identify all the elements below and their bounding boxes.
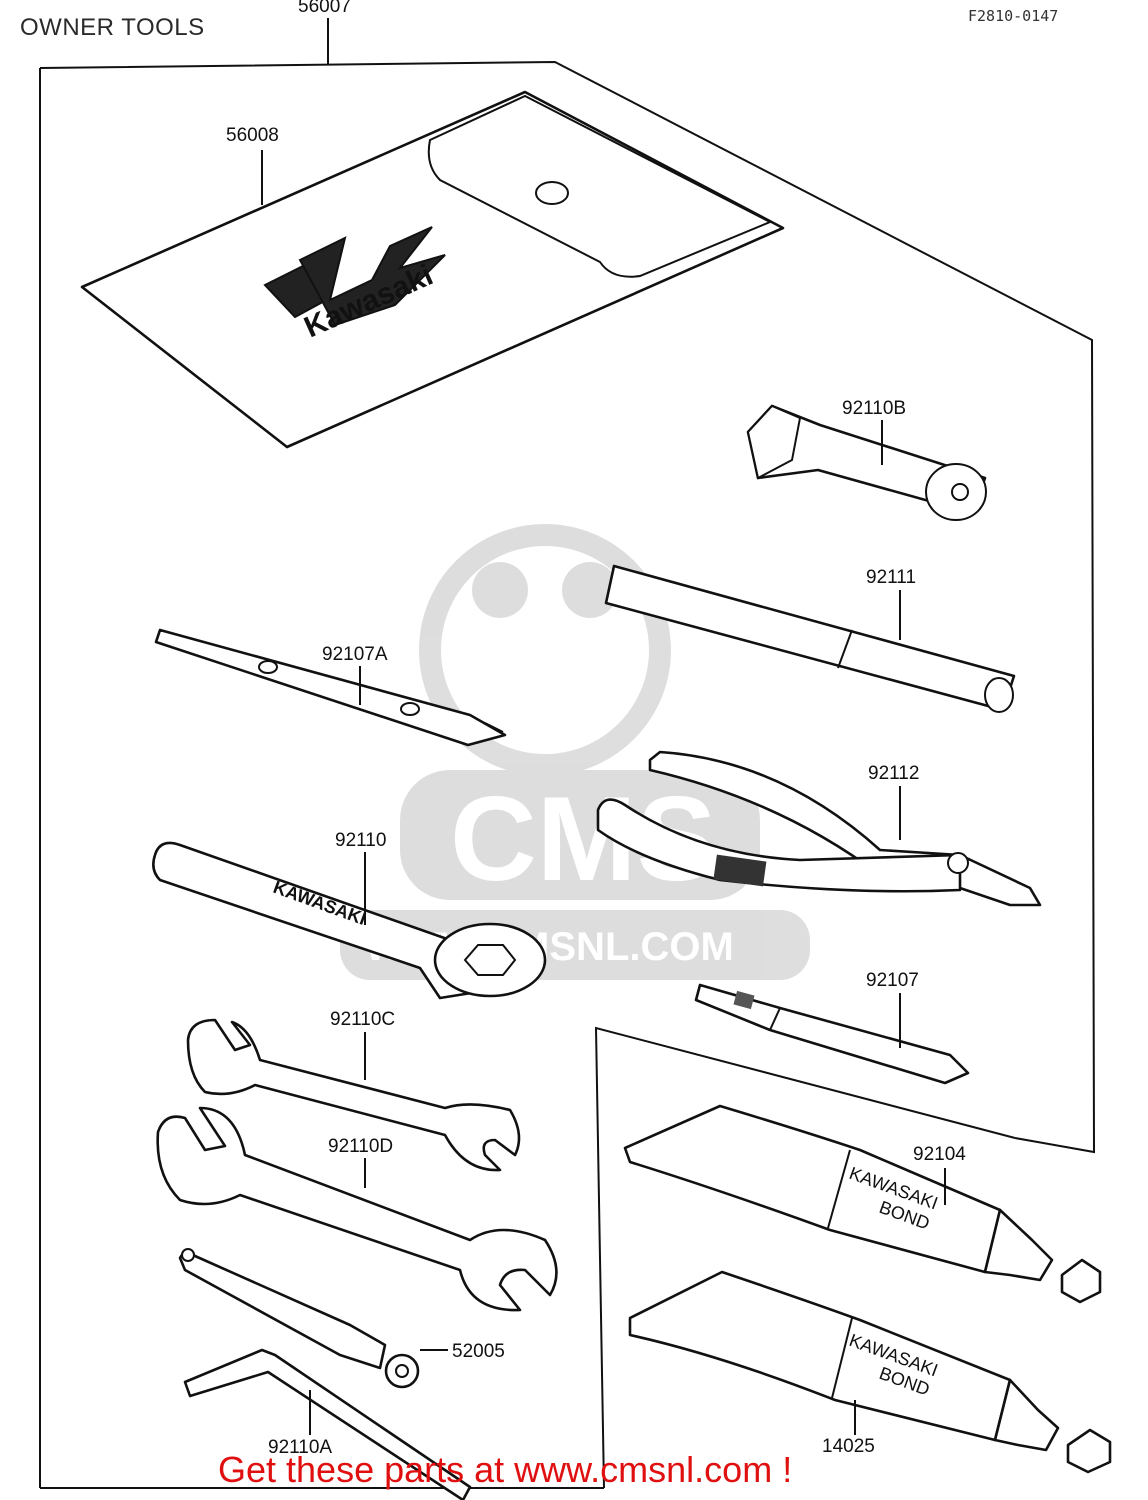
label-56008: 56008 <box>226 125 279 146</box>
label-92111: 92111 <box>866 567 916 588</box>
screwdriver-bit <box>694 983 970 1085</box>
bond-tube-1: KAWASAKI BOND <box>623 1104 1102 1304</box>
label-92107: 92107 <box>866 970 919 991</box>
hex-key <box>183 1348 472 1500</box>
pliers <box>596 750 1042 907</box>
label-92110D: 92110D <box>328 1136 393 1157</box>
label-52005: 52005 <box>452 1341 505 1362</box>
part-labels: 56007 56008 92110B 92111 92107A 92112 92… <box>226 0 966 1458</box>
label-92110C: 92110C <box>330 1009 395 1030</box>
page-title: OWNER TOOLS <box>20 14 205 41</box>
label-92110: 92110 <box>335 830 386 851</box>
socket-adapter <box>746 404 987 521</box>
open-end-wrench-small <box>186 1018 521 1172</box>
label-92110A: 92110A <box>268 1437 332 1458</box>
drawing-code: F2810-0147 <box>968 7 1059 25</box>
extension-bar <box>604 564 1016 713</box>
label-92107A: 92107A <box>322 644 388 665</box>
label-14025: 14025 <box>822 1436 875 1457</box>
label-56007: 56007 <box>298 0 351 17</box>
tool-bag: Kawasaki <box>80 90 785 449</box>
open-end-wrench-large <box>156 1106 558 1312</box>
label-92104: 92104 <box>913 1144 966 1165</box>
label-92112: 92112 <box>868 763 919 784</box>
label-92110B: 92110B <box>842 398 906 419</box>
get-parts-link[interactable]: Get these parts at www.cmsnl.com ! <box>218 1449 793 1490</box>
screwdriver-handle <box>178 1248 420 1389</box>
bond-tube-2: KAWASAKI BOND <box>628 1270 1112 1474</box>
tool-kit-outline <box>39 18 1096 1489</box>
screwdriver-shaft <box>154 628 507 747</box>
leader-lines <box>261 150 946 1435</box>
